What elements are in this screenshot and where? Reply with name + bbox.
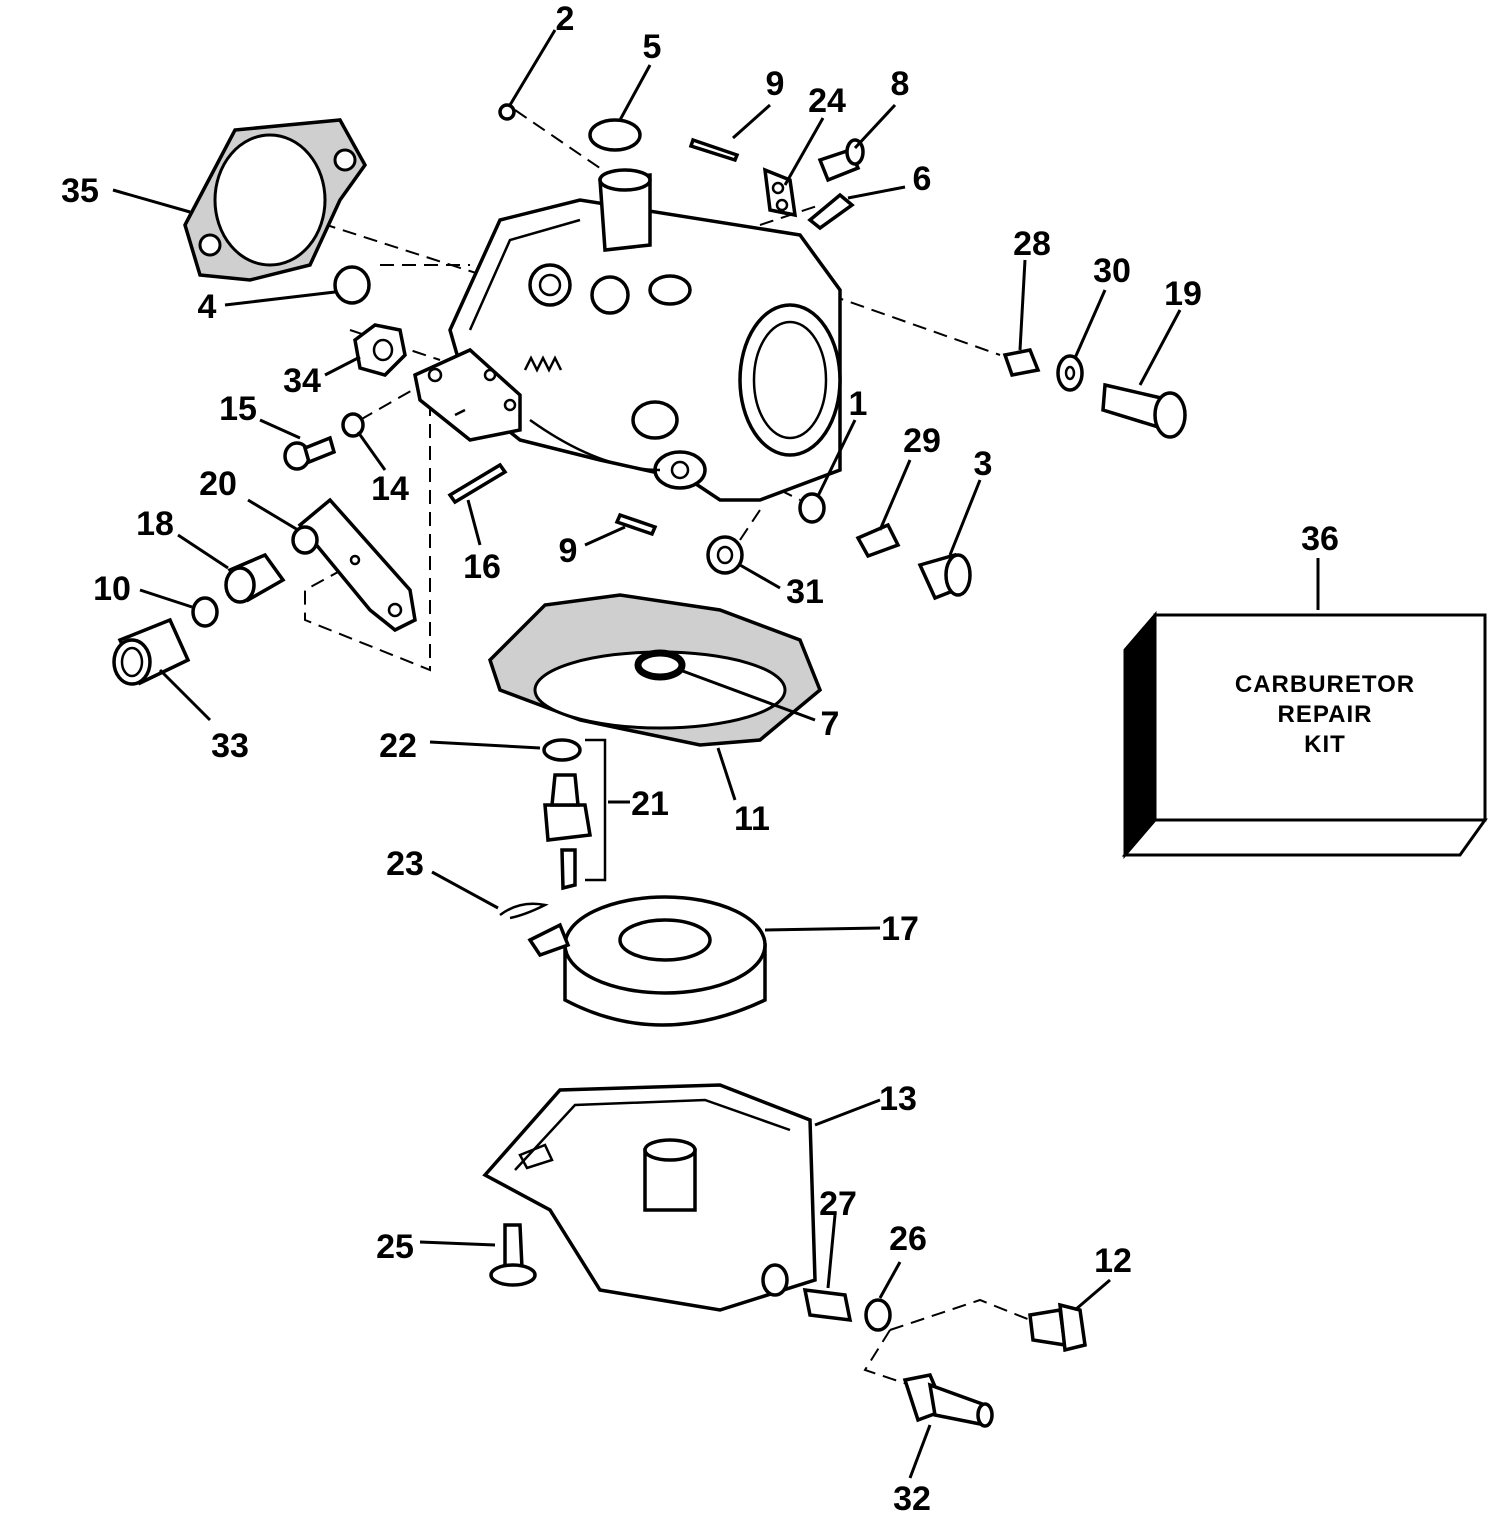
part-26-washer (864, 1298, 892, 1332)
part-15-screw (283, 435, 337, 471)
part-2-ball (498, 103, 516, 121)
part-6-needle (807, 192, 855, 231)
part-20-lever (291, 497, 417, 633)
part-16-pin (447, 462, 508, 505)
part-28-spring (1002, 347, 1041, 378)
part-23-clip (499, 902, 549, 920)
callout-23: 23 (386, 845, 424, 883)
callout-3: 3 (974, 445, 993, 483)
part-4-plug (333, 265, 371, 305)
callout-1: 1 (849, 385, 868, 423)
callout-34: 34 (283, 362, 321, 400)
part-19-screw (1101, 382, 1187, 439)
kit-line-2: REPAIR (1278, 701, 1373, 728)
part-30-washer (1056, 354, 1084, 392)
callout-5: 5 (643, 28, 662, 66)
callout-19: 19 (1164, 275, 1202, 313)
callout-36: 36 (1301, 520, 1339, 558)
callout-33: 33 (211, 727, 249, 765)
callout-24: 24 (808, 82, 846, 120)
mounting-gasket-35 (183, 118, 368, 282)
part-25-screw (489, 1223, 537, 1287)
callout-26: 26 (889, 1220, 927, 1258)
callout-13: 13 (879, 1080, 917, 1118)
part-21-bracket (585, 738, 607, 882)
callout-16: 16 (463, 548, 501, 586)
callout-27: 27 (819, 1185, 857, 1223)
part-1-oring (798, 492, 826, 524)
callout-25: 25 (376, 1228, 414, 1266)
callout-21: 21 (631, 785, 669, 823)
callout-4: 4 (198, 288, 217, 326)
part-5-plug (588, 118, 642, 152)
callout-9-lower: 9 (559, 532, 578, 570)
float-bowl-13 (482, 1083, 817, 1312)
callout-32: 32 (893, 1480, 931, 1518)
callout-35: 35 (61, 172, 99, 210)
callout-20: 20 (199, 465, 237, 503)
kit-line-3: KIT (1304, 731, 1346, 758)
part-18-bushing (224, 552, 286, 604)
callout-31: 31 (786, 573, 824, 611)
callout-labels: 1 2 3 4 5 6 7 8 9 9 10 11 12 13 14 15 16… (61, 0, 1339, 1518)
callout-18: 18 (136, 505, 174, 543)
callout-6: 6 (913, 160, 932, 198)
part-27-jet (802, 1287, 853, 1323)
callout-29: 29 (903, 422, 941, 460)
callout-22: 22 (379, 727, 417, 765)
callout-14: 14 (371, 470, 409, 508)
part-31-washer (706, 535, 744, 575)
callout-15: 15 (219, 390, 257, 428)
part-14-washer (341, 412, 365, 438)
callout-28: 28 (1013, 225, 1051, 263)
part-10-clip (191, 596, 219, 628)
part-33-sleeve (112, 617, 191, 686)
part-3-screw (917, 552, 972, 601)
part-29-spring (855, 522, 901, 559)
part-21-needle-seat (543, 773, 593, 891)
kit-line-1: CARBURETOR (1235, 671, 1415, 698)
callout-12: 12 (1094, 1242, 1132, 1280)
part-22-washer (542, 738, 582, 762)
callout-7: 7 (821, 705, 840, 743)
callout-11: 11 (734, 800, 770, 838)
part-34-nut (353, 323, 407, 377)
part-32-fitting (902, 1373, 994, 1428)
part-9-pin-lower (614, 512, 658, 537)
part-9-pin-upper (688, 137, 740, 163)
part-8-screw (817, 138, 865, 183)
part-12-screw (1028, 1302, 1087, 1353)
float-17 (527, 895, 767, 1027)
callout-9-upper: 9 (766, 65, 785, 103)
bowl-gasket-11 (487, 593, 823, 747)
carburetor-body (448, 168, 842, 502)
repair-kit-box: CARBURETOR REPAIR KIT (1121, 610, 1488, 860)
leader-lines (112, 29, 1320, 1479)
callout-2: 2 (556, 0, 575, 38)
callout-10: 10 (93, 570, 131, 608)
callout-30: 30 (1093, 252, 1131, 290)
callout-17: 17 (881, 910, 919, 948)
callout-8: 8 (891, 65, 910, 103)
throttle-plate (413, 347, 522, 442)
